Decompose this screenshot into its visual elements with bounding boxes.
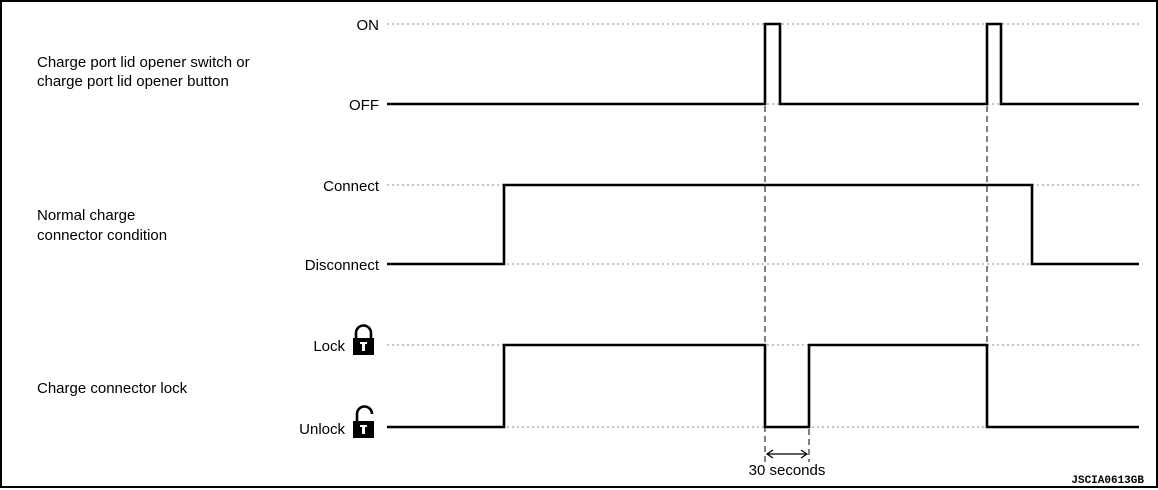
signal-1-waveform	[387, 22, 1139, 106]
signal-2-name-line-1: Normal charge	[37, 207, 135, 224]
signal-2-waveform	[387, 183, 1139, 266]
figure-code: JSCIA0613GB	[1071, 475, 1144, 487]
signal-2-low-label: Disconnect	[305, 257, 380, 274]
signal-1-high-label: ON	[357, 17, 380, 34]
duration-label: 30 seconds	[749, 462, 826, 479]
lock-closed-icon	[353, 324, 374, 355]
signal-3-name: Charge connector lock	[37, 380, 188, 397]
lock-open-icon	[353, 405, 374, 438]
signal-1-name-line-1: Charge port lid opener switch or	[37, 54, 250, 71]
signal-3-high-label: Lock	[313, 338, 345, 355]
signal-1-name-line-2: charge port lid opener button	[37, 73, 229, 90]
signal-2-high-label: Connect	[323, 178, 380, 195]
duration-arrow	[765, 449, 809, 459]
signal-1-low-label: OFF	[349, 97, 379, 114]
signal-2-name-line-2: connector condition	[37, 227, 167, 244]
signal-3-waveform	[387, 343, 1139, 429]
signal-3-low-label: Unlock	[299, 421, 345, 438]
